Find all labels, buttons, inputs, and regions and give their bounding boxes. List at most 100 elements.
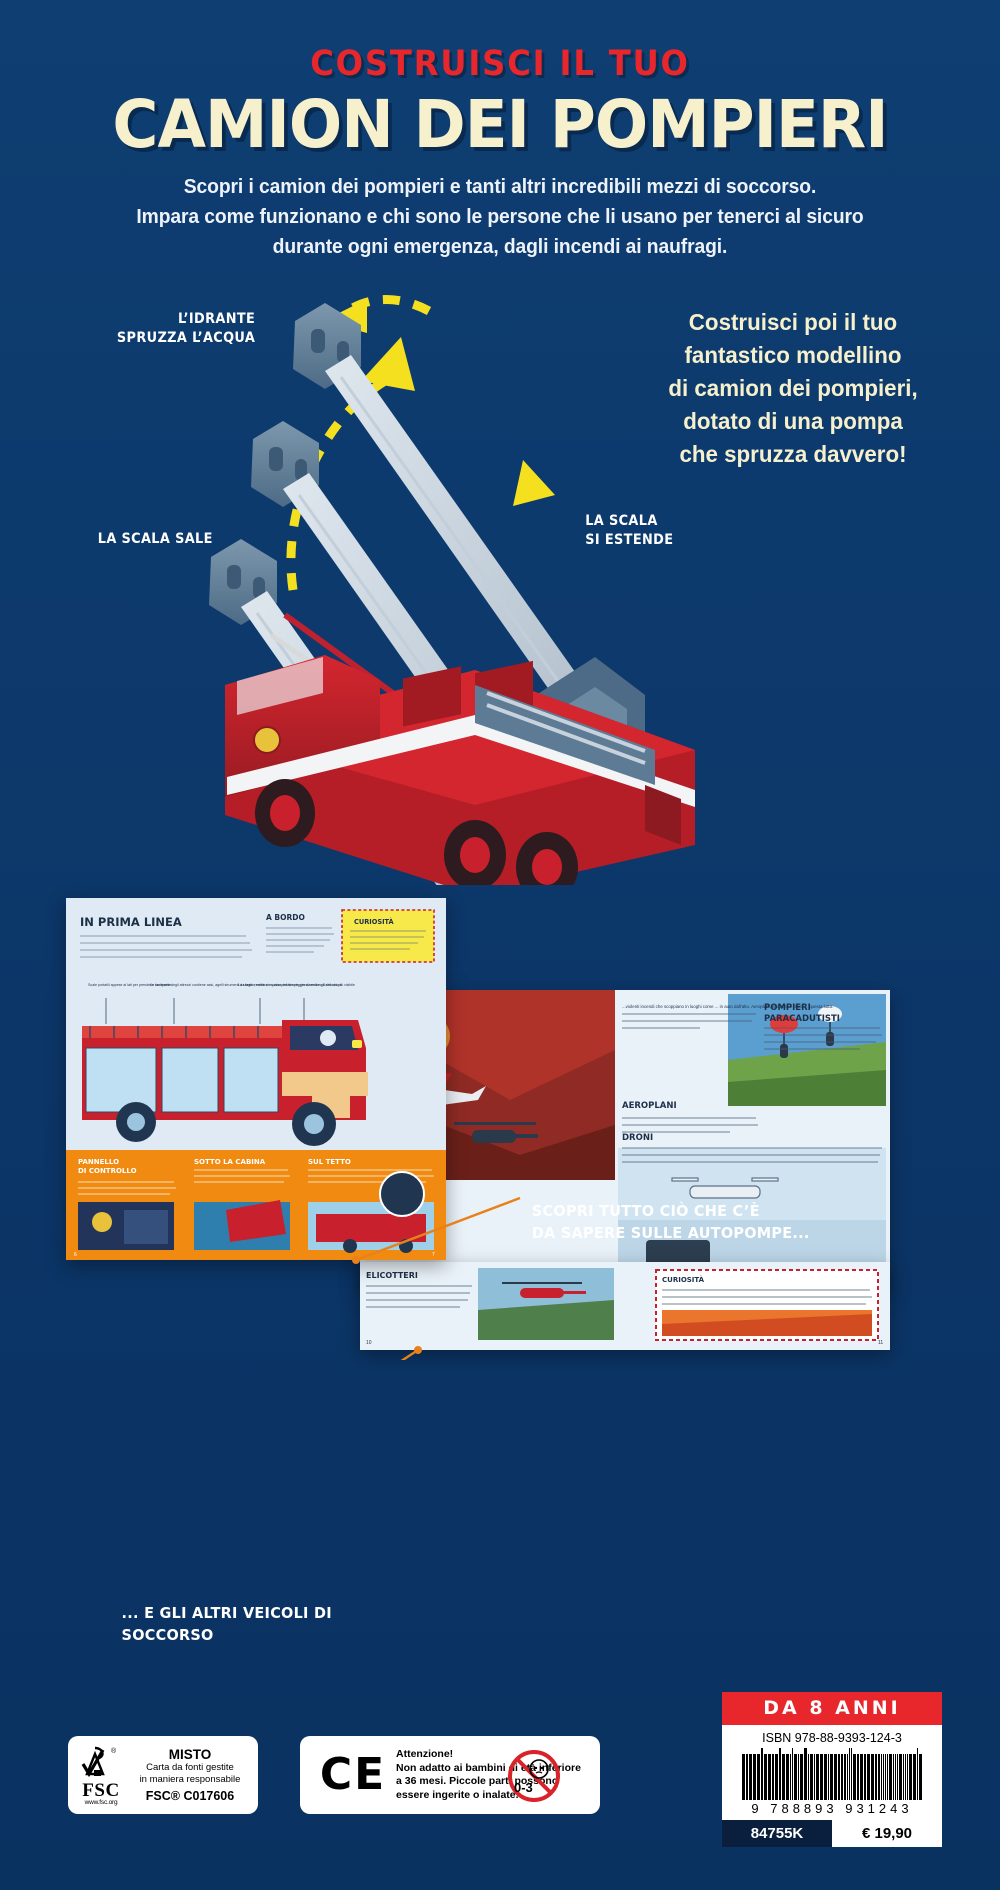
barcode-bar [847,1754,848,1800]
price-label: € 19,90 [832,1820,942,1847]
ce-line-4: essere ingerite o inalate. [396,1788,519,1801]
spread-helicopters: CURIOSITÀ ELICOTTERI 10 11 [360,1262,890,1350]
ce-line-1: Attenzione! [396,1748,454,1760]
fsc-code: FSC® C017606 [145,1789,235,1803]
barcode-bar [871,1754,874,1800]
barcode-bar [794,1754,797,1800]
annotation-bottom: ... E GLI ALTRI VEICOLI DI SOCCORSO [121,1604,332,1644]
barcode-bar [919,1754,922,1800]
kicker-text: COSTRUISCI IL TUO [310,44,690,84]
truck-wheels [255,779,578,885]
annotation-top-line-1: SCOPRI TUTTO CIÒ CHE C’È [531,1202,760,1220]
barcode-bar [775,1754,778,1800]
barcode-bar [838,1754,840,1800]
ladder-section-top [293,303,621,755]
barcode-bar [899,1754,902,1800]
barcode-bar [792,1748,793,1800]
fire-truck-model-illustration [209,295,695,885]
barcode-image [730,1748,934,1800]
t-f-pl: 6 [74,1252,77,1258]
barcode-bar [893,1754,894,1800]
barcode-bar [883,1754,884,1800]
barcode-bar [798,1754,799,1800]
cutaway-truck-illustration [82,1020,368,1146]
ce-warning-text: Attenzione! Non adatto ai bambini di età… [396,1748,590,1802]
barcode-bar [913,1754,916,1800]
barcode-bar [834,1754,837,1800]
callout-ladder-up-line-1: LA SCALA SALE [97,531,213,547]
annotation-top: SCOPRI TUTTO CIÒ CHE C’È DA SAPERE SULLE… [532,1200,848,1244]
t-bot-pr: 11 [878,1340,883,1346]
callout-ladder-ext-line-2: SI ESTENDE [585,532,674,548]
t-back-drones: DRONI [622,1133,653,1143]
fsc-sub-line-1: Carta da fonti gestite [146,1762,234,1773]
barcode-bar [814,1754,815,1800]
barcode-bar [903,1754,904,1800]
blurb-paragraph: Scopri i camion dei pompieri e tanti alt… [86,172,913,262]
barcode-bar [810,1754,813,1800]
barcode-bar [749,1754,752,1800]
ce-mark-icon: CE [319,1749,387,1800]
barcode-bar [772,1754,774,1800]
barcode-bar [878,1754,880,1800]
barcode-bar [753,1754,756,1800]
ce-warning-badge: CE Attenzione! Non adatto ai bambini di … [300,1736,600,1814]
promo-line-1: Costruisci poi il tuo [688,309,898,335]
t-f-l3: I lampeggianti rendono il veicolo più vi… [286,983,355,987]
ce-line-2: Non adatto ai bambini di età inferiore [396,1761,581,1774]
barcode-bar [849,1748,850,1800]
callout-label-ladder-extends: LA SCALA SI ESTENDE [585,512,751,550]
promo-line-4: dotato di una pompa [683,408,903,434]
barcode-bar [828,1754,829,1800]
barcode-bar [790,1754,791,1800]
barcode-bar [761,1748,763,1800]
barcode-bar [907,1754,908,1800]
t-back-intro: ...violenti incendi che scoppiano in luo… [622,1004,833,1009]
svg-text:®: ® [111,1747,117,1755]
barcode-bar [897,1754,898,1800]
book-spreads-group: ...violenti incendi che scoppiano in luo… [0,880,1000,1360]
barcode-bar [841,1754,843,1800]
barcode-bar [800,1754,803,1800]
t-f-main: IN PRIMA LINEA [80,915,182,929]
barcode-bar [768,1754,771,1800]
barcode-bar [820,1754,823,1800]
fsc-text-block: MISTO Carta da fonti gestite in maniera … [128,1747,252,1803]
t-f-cur: CURIOSITÀ [354,917,395,926]
barcode-bar [864,1754,866,1800]
arrow-head-up [361,337,415,391]
promo-line-2: fantastico modellino [684,342,902,368]
callout-ladder-ext-line-1: LA SCALA [585,513,658,529]
t-f-p3: SUL TETTO [308,1158,351,1166]
barcode-bar [742,1754,745,1800]
barcode-bar [889,1754,892,1800]
annotation-top-line-2: DA SAPERE SULLE AUTOPOMPE... [531,1224,810,1242]
fire-truck-body [225,655,695,885]
fsc-sub-line-2: in maniera responsabile [139,1774,241,1785]
t-f-l0: Scale portatili appese ai lati per prend… [88,983,172,987]
ce-line-3: a 36 mesi. Piccole parti possono [396,1775,559,1787]
t-bot-cur: CURIOSITÀ [662,1275,705,1284]
barcode-bar [867,1754,870,1800]
barcode-bar [816,1754,819,1800]
fsc-badge: ® FSC www.fsc.org MISTO Carta da fonti g… [68,1736,258,1814]
barcode-bar [909,1754,912,1800]
isbn-price-block: DA 8 ANNI ISBN 978-88-9393-124-3 9 78889… [722,1692,942,1847]
barcode-bar [830,1754,833,1800]
fsc-wordmark: FSC [82,1780,120,1801]
no-small-parts-label: 0-3 [514,1780,533,1795]
barcode-bar [779,1748,781,1800]
barcode-bar [875,1754,877,1800]
blurb-line-3: durante ogni emergenza, dagli incendi ai… [272,235,728,258]
fsc-tree-icon: ® [81,1746,117,1778]
barcode-bar [887,1754,888,1800]
fsc-title: MISTO [168,1747,212,1762]
t-f-l2: La sirene emette un suono penetrante per… [238,983,342,987]
barcode-bar [851,1748,852,1800]
no-children-under-3-icon: 0-3 [508,1750,560,1802]
promo-line-3: di camion dei pompieri, [668,375,918,401]
price-row: 84755K € 19,90 [722,1820,942,1847]
isbn-box: ISBN 978-88-9393-124-3 9 788893 931243 [722,1725,942,1820]
product-code: 84755K [722,1820,832,1847]
